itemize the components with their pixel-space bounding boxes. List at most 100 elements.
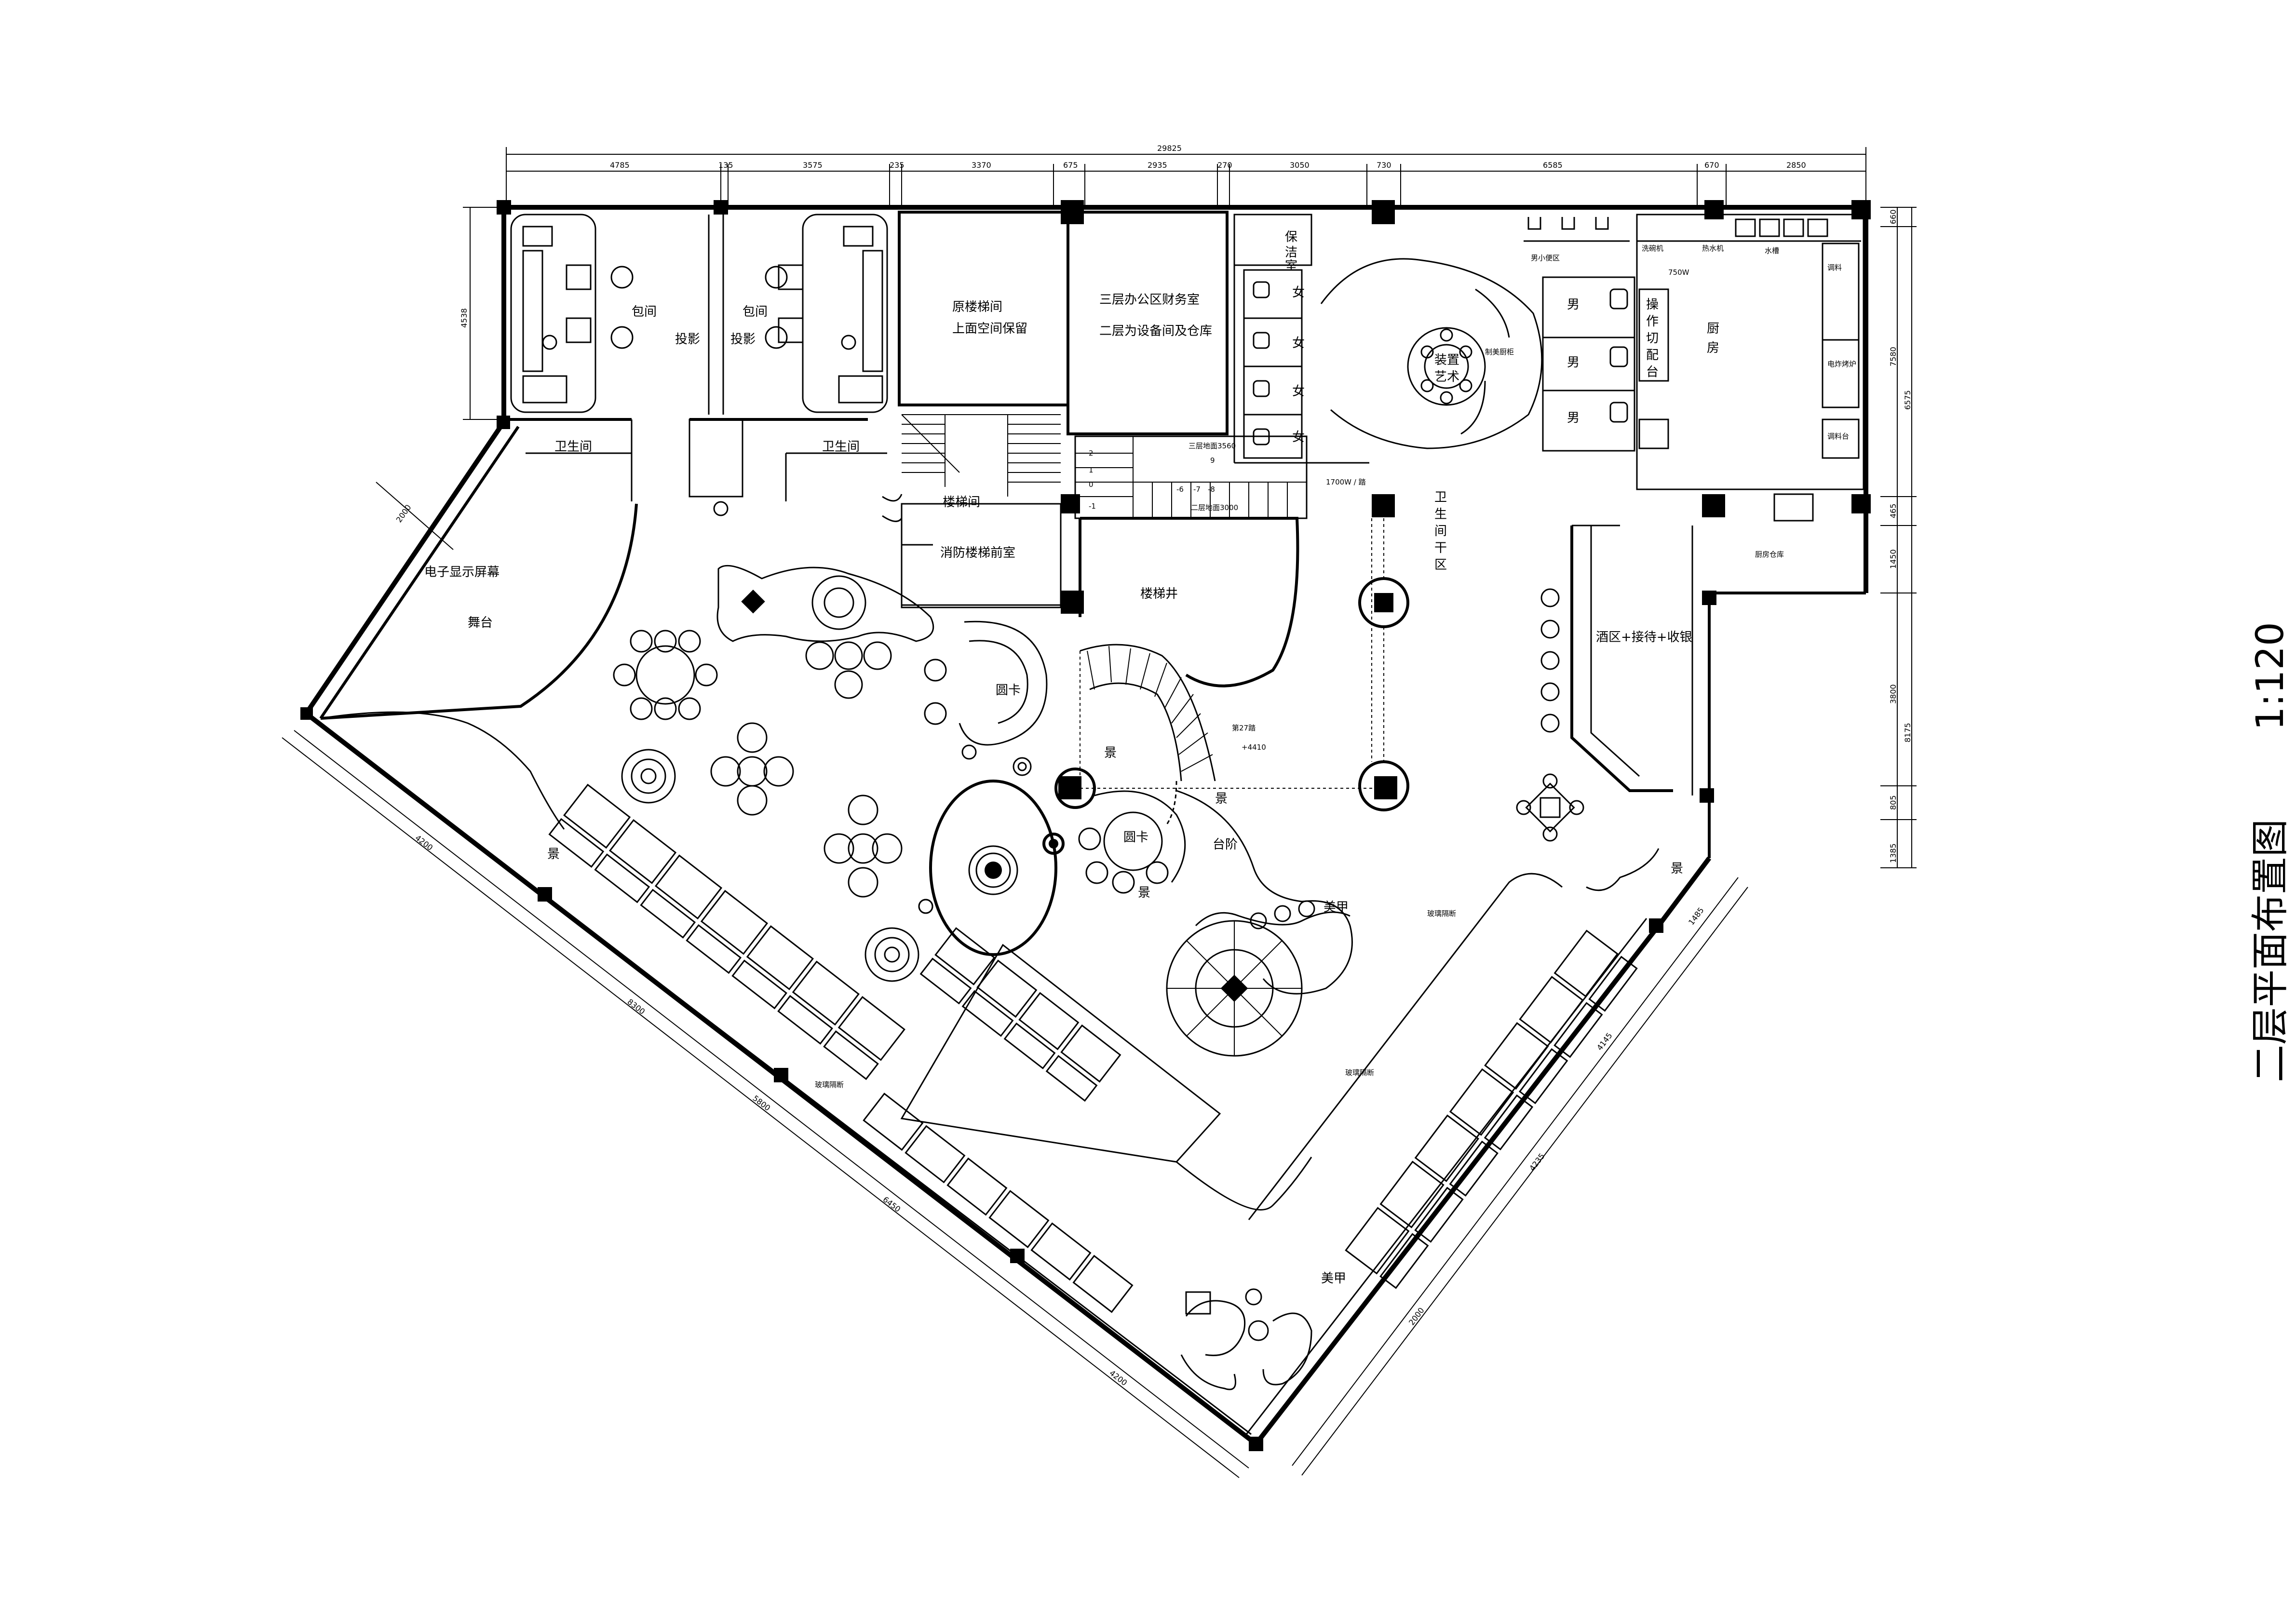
glass-label: 玻璃隔断: [1427, 909, 1456, 918]
scene-label: 景: [1671, 862, 1683, 876]
rdim-4: 465: [1889, 503, 1898, 518]
room-label: 投影: [675, 332, 700, 347]
dining-tables: 圆卡: [613, 565, 1048, 982]
room-label: 楼梯井: [1140, 587, 1178, 601]
dim-3: 3575: [803, 161, 823, 170]
room-label: 作: [1646, 314, 1659, 329]
room-label: 二层为设备间及仓库: [1099, 324, 1212, 338]
dim-8: 270: [1217, 161, 1232, 170]
booth-boundary: [900, 943, 1221, 1163]
room-label: 女: [1292, 430, 1305, 445]
room-label: 生: [1434, 507, 1447, 522]
bar-zone: 酒区+接待+收银: [1516, 525, 1693, 842]
ddim-8: 4235: [1527, 1151, 1547, 1172]
room-label: 保: [1285, 230, 1297, 244]
right-dimensions: 660 7580 6575 465 1450 3800 8175 805 138…: [1880, 207, 1917, 868]
scale-text: 1:120: [2249, 622, 2292, 730]
column: [1700, 788, 1714, 803]
room-label: 女: [1292, 285, 1305, 300]
ddim-9: 2000: [1407, 1306, 1426, 1327]
dim-10: 730: [1377, 161, 1391, 170]
column: [1372, 494, 1395, 517]
dim-1: 4785: [610, 161, 630, 170]
stage-area: 电子显示屏幕 舞台 2000: [320, 482, 638, 830]
column: [1851, 200, 1871, 219]
dim-6: 675: [1063, 161, 1078, 170]
room-label: 室: [1285, 259, 1297, 273]
room-label: 卫生间: [554, 440, 592, 454]
ddim-3: 5800: [751, 1093, 772, 1113]
rdim-9: 1385: [1889, 843, 1898, 863]
stair-number: -6: [1176, 485, 1184, 494]
stair-number: 1: [1089, 466, 1094, 474]
room-label: 女: [1292, 336, 1305, 350]
scene-label: 景: [547, 847, 560, 862]
column: [1704, 200, 1724, 219]
screen-label: 电子显示屏幕: [424, 565, 500, 579]
column: [1058, 776, 1081, 799]
overall-dim: 29825: [1157, 144, 1182, 153]
glass-label: 玻璃隔断: [815, 1080, 844, 1089]
level-label: +4410: [1242, 743, 1266, 752]
rdim-6: 3800: [1889, 684, 1898, 704]
kitchen-item: 电炸烤炉: [1827, 360, 1856, 368]
steps-label: 台阶: [1213, 837, 1238, 852]
room-label: 厨: [1707, 322, 1719, 336]
column: [1702, 591, 1716, 605]
rdim-8: 805: [1889, 795, 1898, 810]
kitchen-item: 洗碗机: [1642, 244, 1663, 253]
kitchen-item: 调料: [1827, 263, 1842, 272]
floor-curve: [1176, 1157, 1312, 1211]
stair-label: 第27踏: [1232, 724, 1256, 732]
column: [1061, 494, 1080, 513]
rdim-5: 1450: [1889, 549, 1898, 569]
scene-curve: [1586, 848, 1660, 891]
room-label: 艺术: [1434, 370, 1459, 384]
stair-number: -1: [1089, 502, 1096, 511]
column: [1010, 1249, 1025, 1263]
room-label: 包间: [743, 305, 768, 319]
ddim-7: 4145: [1595, 1031, 1614, 1052]
room-label: 男: [1567, 411, 1580, 425]
room-label: 男: [1567, 355, 1580, 370]
column: [497, 200, 511, 215]
room-label: 酒区+接待+收银: [1596, 630, 1692, 645]
top-dimensions: 29825 4785 135 3575 235 3370 675 2935 27…: [506, 144, 1866, 207]
room-label: 消防楼梯前室: [940, 546, 1015, 560]
room-label: 配: [1646, 348, 1659, 363]
glass-label: 玻璃隔断: [1345, 1068, 1374, 1077]
drawing-title: 二层平面布置图 1:120: [2249, 622, 2292, 1082]
dim-5: 3370: [972, 161, 991, 170]
screen-dim: 2000: [394, 503, 413, 524]
room-label: 间: [1434, 524, 1447, 539]
nail-label: 美甲: [1321, 1271, 1346, 1286]
dim-12: 670: [1704, 161, 1719, 170]
room-label: 水槽: [1765, 246, 1779, 255]
restrooms: 保 洁 室 女 女 女 女 装置 艺术 制美厨柜 男 男 男 男小便区: [1233, 214, 1635, 572]
bottom-lounge: 美甲: [1180, 1271, 1346, 1390]
room-label: 男: [1567, 297, 1580, 312]
column: [1851, 494, 1871, 513]
dim-2: 135: [718, 161, 733, 170]
room-label: 装置: [1434, 353, 1459, 367]
room-label: 卫生间: [822, 440, 860, 454]
column: [1372, 200, 1395, 224]
room-label: 干: [1434, 541, 1447, 555]
room-label: 三层办公区财务室: [1099, 293, 1200, 307]
dim-4: 235: [890, 161, 905, 170]
scene-label: 景: [1104, 746, 1117, 760]
room-label: 房: [1707, 341, 1719, 355]
room-label: 厨房仓库: [1755, 550, 1784, 559]
kitchen: 操 作 切 配 台 厨 房 水槽 750W 热水机 洗碗机 电炸烤炉 调料台 调…: [1636, 214, 1864, 559]
stair-note: 三层地面3560: [1189, 442, 1236, 450]
room-label: 圆卡: [1123, 830, 1148, 845]
private-rooms: 包间 包间 投影 投影 卫生间 卫生间: [504, 214, 888, 516]
stair-number: -7: [1193, 485, 1201, 494]
sofa-booths-right: [1345, 930, 1638, 1289]
rdim-7: 8175: [1903, 723, 1912, 742]
column: [774, 1068, 788, 1082]
left-dim: 4538: [459, 308, 469, 328]
room-label: 投影: [730, 332, 756, 347]
stair-core: 原楼梯间 上面空间保留 三层办公区财务室 二层为设备间及仓库 楼梯间 消防楼梯前…: [882, 211, 1384, 825]
